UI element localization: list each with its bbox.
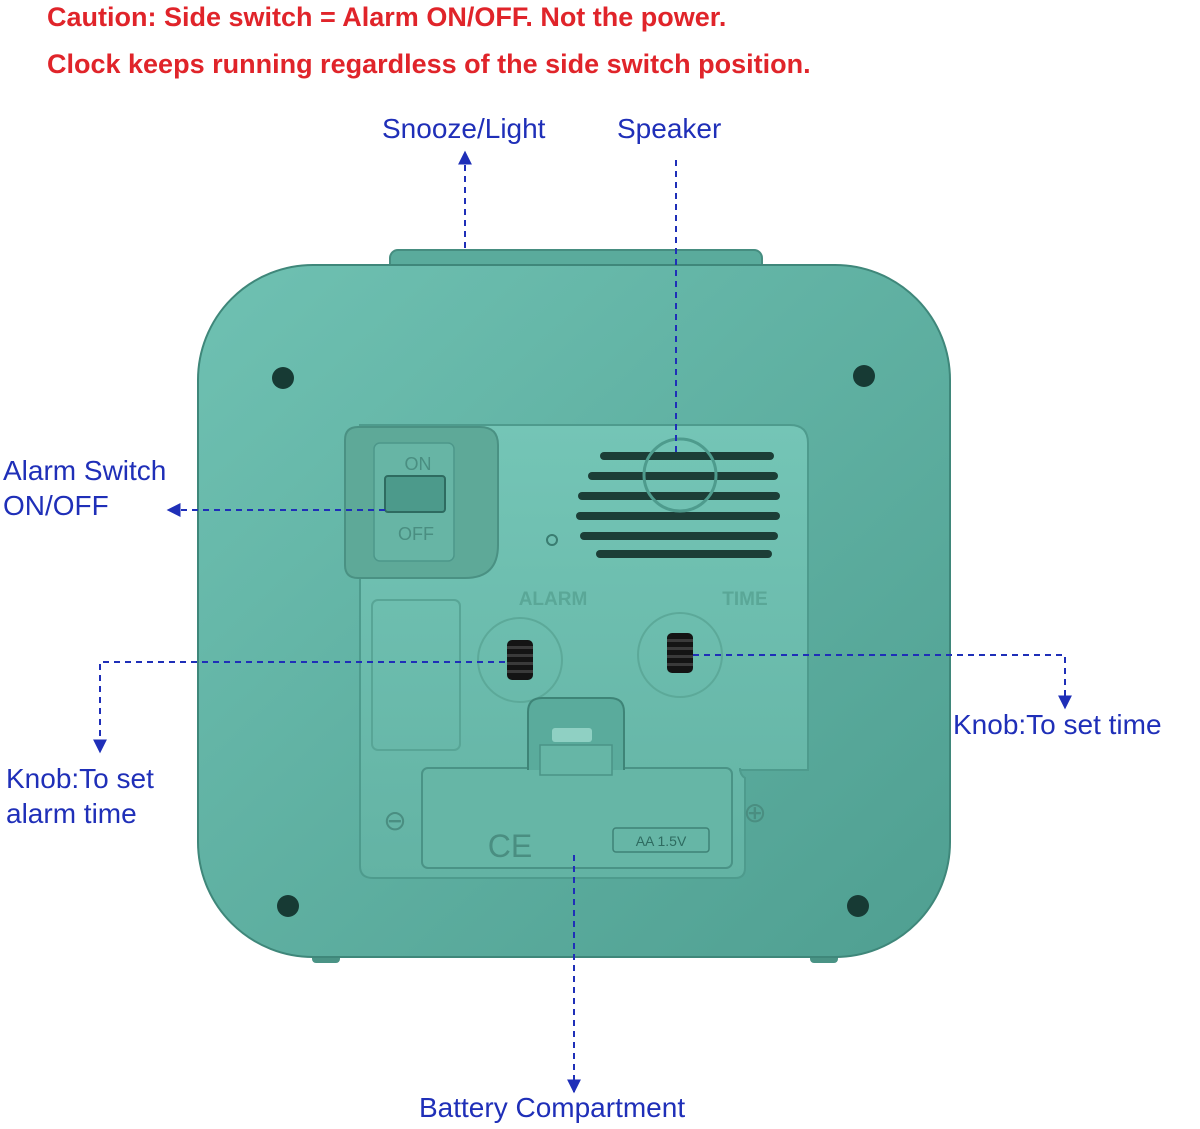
time-knob-ring: [637, 612, 723, 698]
speaker-label: Speaker: [617, 113, 722, 144]
alarm-knob-callout-line: [93, 661, 505, 754]
callout-lines: [93, 150, 1072, 1094]
screw-hole-bottom-left: [277, 895, 299, 917]
screw-hole-bottom-right: [847, 895, 869, 917]
alarm-knob: [507, 640, 533, 680]
alarm-embossed-label: ALARM: [519, 589, 588, 610]
screw-hole-top-right: [853, 365, 875, 387]
time-knob-label: Knob:To set time: [953, 709, 1162, 740]
minus-terminal-mark: ⊖: [383, 804, 406, 837]
latch-tab: [539, 744, 613, 776]
alarm-knob-label-line-2: alarm time: [6, 798, 137, 829]
snooze-light-label: Snooze/Light: [382, 113, 546, 144]
latch-slot: [552, 728, 592, 742]
screw-hole-top-left: [272, 367, 294, 389]
alarm-switch-label: Alarm Switch ON/OFF: [3, 453, 166, 523]
plus-terminal-mark: ⊕: [743, 796, 766, 829]
speaker-ring: [642, 437, 718, 513]
small-screw: [546, 534, 558, 546]
time-embossed-label: TIME: [722, 589, 767, 610]
time-knob-callout-line: [693, 654, 1072, 710]
ce-mark: CE: [488, 828, 532, 864]
switch-off-label: OFF: [398, 524, 434, 544]
battery-cover: [421, 767, 733, 869]
alarm-knob-ring: [477, 617, 563, 703]
battery-compartment-label: Battery Compartment: [419, 1092, 686, 1123]
alarm-knob-label: Knob:To set alarm time: [6, 761, 154, 831]
speaker-grille: [576, 452, 780, 558]
caution-line-1: Caution: Side switch = Alarm ON/OFF. Not…: [47, 2, 727, 32]
alarm-knob-label-line-1: Knob:To set: [6, 763, 154, 794]
alarm-switch-slider: [384, 475, 446, 513]
left-recess: [371, 599, 461, 751]
time-knob: [667, 633, 693, 673]
alarm-switch-label-line-2: ON/OFF: [3, 490, 109, 521]
alarm-switch-label-line-1: Alarm Switch: [3, 455, 167, 486]
caution-line-2: Clock keeps running regardless of the si…: [47, 49, 811, 79]
battery-spec-label: AA 1.5V: [636, 833, 687, 849]
battery-spec-box: [612, 827, 710, 853]
switch-on-label: ON: [405, 454, 432, 474]
